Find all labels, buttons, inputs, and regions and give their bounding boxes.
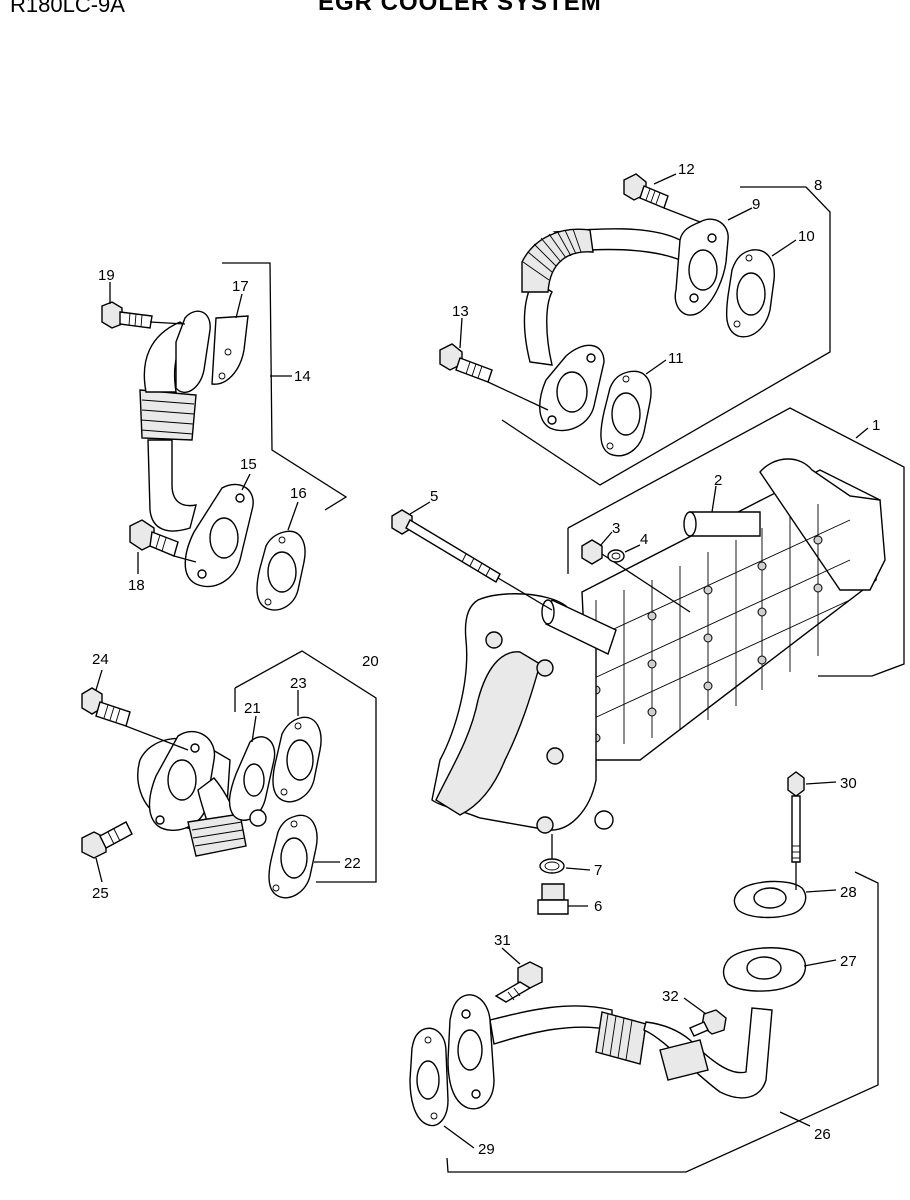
callout-18: 18 (128, 577, 145, 594)
callout-10: 10 (798, 228, 815, 245)
callout-7: 7 (594, 862, 602, 879)
callout-6: 6 (594, 898, 602, 915)
callout-32: 32 (662, 988, 679, 1005)
nut-3 (581, 539, 691, 613)
bolt-32 (689, 1009, 727, 1037)
callout-16: 16 (290, 485, 307, 502)
callout-22: 22 (344, 855, 361, 872)
leader-lines (95, 173, 869, 1149)
callout-14: 14 (294, 368, 311, 385)
bolt-19 (101, 301, 186, 329)
group-bracket-20 (234, 650, 377, 883)
bolt-13 (439, 343, 549, 411)
callout-30: 30 (840, 775, 857, 792)
callout-31: 31 (494, 932, 511, 949)
callout-5: 5 (430, 488, 438, 505)
group-bracket-26 (446, 871, 879, 1173)
plug-6 (537, 883, 569, 915)
callout-9: 9 (752, 196, 760, 213)
callout-2: 2 (714, 472, 722, 489)
callout-3: 3 (612, 520, 620, 537)
bolt-25 (81, 821, 133, 859)
egr-cooler (431, 458, 886, 834)
bolt-18 (129, 519, 197, 563)
callout-11: 11 (668, 350, 684, 367)
callout-1: 1 (872, 417, 880, 434)
washer-4 (607, 549, 625, 563)
bolt-5 (391, 509, 553, 611)
group-bracket-14 (222, 262, 348, 511)
bolt-30 (787, 771, 805, 890)
callout-20: 20 (362, 653, 379, 670)
model-code: R180LC-9A (10, 0, 125, 17)
egr-pipe-mid-left (137, 716, 322, 899)
callout-4: 4 (640, 531, 648, 548)
callout-labels: 1 2 3 4 5 6 7 8 9 10 11 12 13 14 15 16 1… (92, 161, 880, 1158)
callout-21: 21 (244, 700, 261, 717)
callout-12: 12 (678, 161, 695, 178)
bolt-24 (81, 687, 189, 751)
callout-8: 8 (814, 177, 822, 194)
callout-19: 19 (98, 267, 115, 284)
group-bracket-8 (501, 186, 831, 486)
egr-pipe-lower (409, 880, 807, 1127)
callout-29: 29 (478, 1141, 495, 1158)
bolt-31 (494, 961, 543, 1003)
callout-23: 23 (290, 675, 307, 692)
callout-26: 26 (814, 1126, 831, 1143)
page-title: EGR COOLER SYSTEM (318, 0, 602, 16)
bolt-12 (623, 173, 701, 223)
callout-28: 28 (840, 884, 857, 901)
gasket-7 (539, 834, 565, 874)
callout-25: 25 (92, 885, 109, 902)
callout-13: 13 (452, 303, 469, 320)
callout-27: 27 (840, 953, 857, 970)
egr-pipe-left (139, 310, 306, 611)
callout-17: 17 (232, 278, 249, 295)
egr-pipe-upper (521, 218, 775, 457)
callout-15: 15 (240, 456, 257, 473)
callout-24: 24 (92, 651, 109, 668)
group-bracket-1 (567, 407, 905, 677)
